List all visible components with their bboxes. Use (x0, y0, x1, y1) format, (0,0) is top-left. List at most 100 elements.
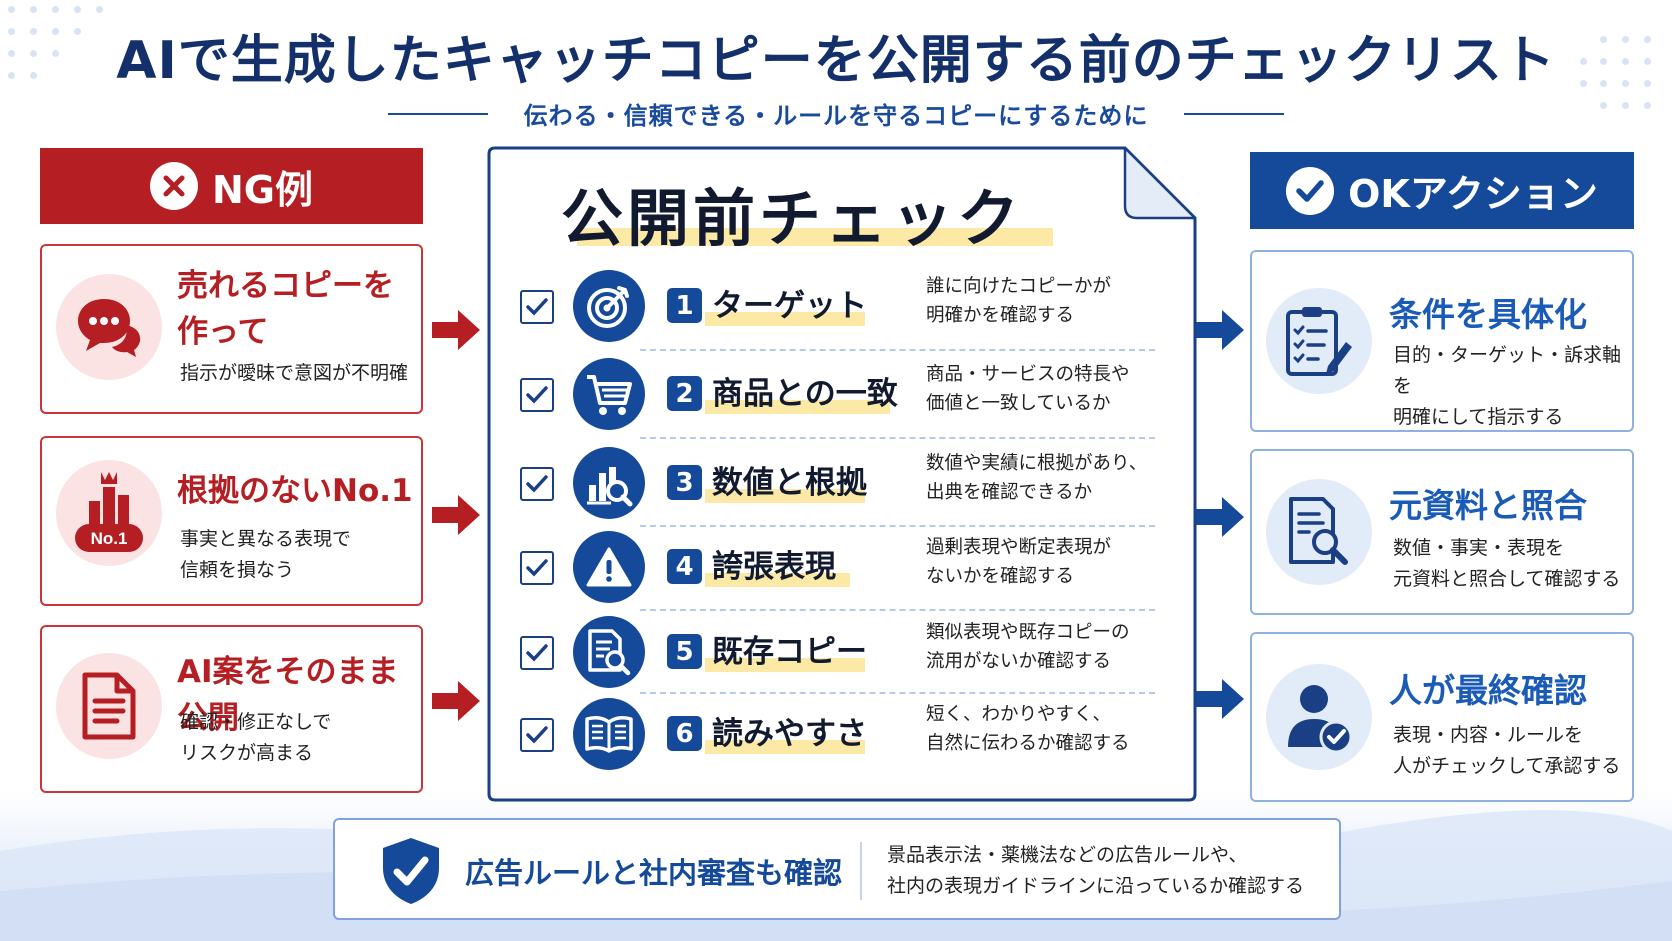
banner-desc: 景品表示法・薬機法などの広告ルールや、 社内の表現ガイドラインに沿っているか確認… (887, 840, 1304, 902)
item-desc-line: 過剰表現や断定表現が (926, 537, 1112, 558)
ok-card-desc-line: 明確にして指示する (1393, 406, 1564, 428)
item-title-highlight (705, 312, 865, 326)
item-title-highlight (705, 573, 850, 587)
checkbox[interactable] (520, 636, 554, 670)
ok-card-desc-line: 目的・ターゲット・訴求軸を (1393, 344, 1622, 397)
checklist-item-exaggeration: 4 誇張表現 過剰表現や断定表現が ないかを確認する (520, 527, 1160, 607)
ng-card-desc: 事実と異なる表現で 信頼を損なう (180, 524, 351, 586)
ad-rules-banner: 広告ルールと社内審査も確認 景品表示法・薬機法などの広告ルールや、 社内の表現ガ… (333, 818, 1341, 920)
warning-icon (573, 531, 645, 603)
subtitle-line-left (387, 112, 488, 115)
ng-card-unfounded-no1: No.1 根拠のないNo.1 事実と異なる表現で 信頼を損なう (40, 436, 423, 606)
decorative-dots-right (1580, 30, 1672, 110)
ng-card-desc-line: 確認・修正なしで (180, 711, 332, 733)
subtitle-row: 伝わる・信頼できる・ルールを守るコピーにするために (0, 96, 1672, 131)
center-title-highlight (577, 228, 1053, 246)
checkbox[interactable] (520, 290, 554, 324)
clipboard-checklist-icon (1286, 307, 1352, 376)
item-desc-line: 短く、わかりやすく、 (926, 704, 1112, 725)
checklist-item-existing-copy: 5 既存コピー 類似表現や既存コピーの 流用がないか確認する (520, 612, 1160, 692)
item-desc: 数値や実績に根拠があり、 出典を確認できるか (926, 449, 1147, 507)
item-title-highlight (705, 400, 890, 414)
check-circle-icon (1286, 166, 1335, 215)
ok-arrow-3 (1196, 679, 1244, 719)
item-desc-line: 数値や実績に根拠があり、 (926, 453, 1148, 474)
item-desc-line: 明確かを確認する (926, 305, 1075, 326)
item-number: 1 (667, 288, 702, 323)
ok-card-desc: 表現・内容・ルールを 人がチェックして承認する (1393, 720, 1620, 782)
ng-card-title: 売れるコピーを 作って (177, 263, 394, 355)
speech-bubbles-icon (78, 299, 141, 357)
subtitle: 伝わる・信頼できる・ルールを守るコピーにするために (523, 102, 1149, 130)
x-circle-icon (150, 162, 198, 210)
page-title: AIで生成したキャッチコピーを公開する前のチェックリスト (116, 31, 1556, 91)
ng-card-desc-line: 事実と異なる表現で (180, 528, 352, 550)
checkbox[interactable] (520, 718, 554, 752)
row-divider (640, 349, 1155, 351)
ok-card-specify-conditions: 条件を具体化 目的・ターゲット・訴求軸を 明確にして指示する (1250, 250, 1634, 432)
checkbox[interactable] (520, 467, 554, 501)
ng-arrow-1 (432, 310, 480, 350)
item-title-highlight (705, 489, 865, 503)
cart-icon (573, 358, 645, 430)
no1-badge-text: No.1 (91, 529, 128, 548)
ng-header-label: NG例 (212, 167, 313, 212)
ng-icon-circle (56, 274, 162, 380)
ok-card-desc: 目的・ターゲット・訴求軸を 明確にして指示する (1393, 340, 1632, 433)
item-desc-line: 類似表現や既存コピーの (926, 622, 1130, 643)
chart-magnifier-icon (573, 447, 645, 519)
ng-card-desc: 指示が曖昧で意図が不明確 (180, 358, 408, 389)
checklist-item-target: 1 ターゲット 誰に向けたコピーかが 明確かを確認する (520, 266, 1160, 346)
item-title: 既存コピー (712, 634, 867, 670)
ng-card-title-line: 根拠のないNo.1 (177, 473, 413, 509)
ng-card-title-line: 売れるコピーを (177, 268, 394, 304)
item-desc-line: 誰に向けたコピーかが (926, 276, 1112, 297)
row-divider (640, 437, 1155, 439)
item-number: 5 (667, 634, 702, 669)
ok-card-title: 人が最終確認 (1389, 671, 1587, 710)
item-desc: 短く、わかりやすく、 自然に伝わるか確認する (926, 700, 1130, 758)
ok-card-desc-line: 元資料と照合して確認する (1393, 568, 1621, 590)
item-title: 商品との一致 (712, 376, 898, 412)
ok-card-title: 元資料と照合 (1389, 486, 1587, 525)
item-title: 誇張表現 (712, 549, 836, 585)
item-desc-line: ないかを確認する (926, 566, 1075, 587)
target-icon (573, 270, 645, 342)
ok-card-desc-line: 人がチェックして承認する (1393, 755, 1621, 777)
shield-check-icon (379, 836, 443, 910)
item-desc-line: 自然に伝わるか確認する (926, 733, 1130, 754)
item-desc: 誰に向けたコピーかが 明確かを確認する (926, 272, 1111, 330)
ok-icon-circle (1266, 664, 1372, 770)
no1-trophy-chart-icon: No.1 (75, 472, 143, 552)
subtitle-line-right (1184, 112, 1285, 115)
ng-card-title: 根拠のないNo.1 (177, 468, 413, 514)
ok-icon-circle (1266, 288, 1372, 394)
item-title: 読みやすさ (712, 716, 867, 752)
item-title-highlight (705, 658, 865, 672)
ok-card-human-review: 人が最終確認 表現・内容・ルールを 人がチェックして承認する (1250, 632, 1634, 802)
banner-desc-line: 景品表示法・薬機法などの広告ルールや、 (887, 844, 1248, 866)
ok-arrow-1 (1196, 310, 1244, 350)
ok-header-label: OKアクション (1348, 172, 1598, 216)
checklist-item-numbers-evidence: 3 数値と根拠 数値や実績に根拠があり、 出典を確認できるか (520, 443, 1160, 523)
ok-card-compare-sources: 元資料と照合 数値・事実・表現を 元資料と照合して確認する (1250, 449, 1634, 615)
banner-desc-line: 社内の表現ガイドラインに沿っているか確認する (887, 875, 1305, 897)
checklist-item-readability: 6 読みやすさ 短く、わかりやすく、 自然に伝わるか確認する (520, 694, 1160, 774)
ok-card-title: 条件を具体化 (1389, 295, 1587, 334)
ng-card-desc: 確認・修正なしで リスクが高まる (180, 707, 331, 769)
item-title-highlight (705, 740, 865, 754)
ok-card-desc-line: 表現・内容・ルールを (1393, 724, 1584, 746)
row-divider (640, 692, 1155, 694)
item-desc-line: 流用がないか確認する (926, 651, 1112, 672)
item-number: 2 (667, 376, 702, 411)
item-desc-line: 価値と一致しているか (926, 393, 1111, 414)
item-desc-line: 出典を確認できるか (926, 482, 1093, 503)
ng-icon-circle: No.1 (56, 460, 162, 566)
item-desc-line: 商品・サービスの特長や (926, 364, 1130, 385)
checkbox[interactable] (520, 551, 554, 585)
open-book-icon (573, 698, 645, 770)
checkbox[interactable] (520, 378, 554, 412)
item-desc: 過剰表現や断定表現が ないかを確認する (926, 533, 1111, 591)
ng-icon-circle (56, 653, 162, 759)
ng-header: NG例 (40, 148, 423, 224)
